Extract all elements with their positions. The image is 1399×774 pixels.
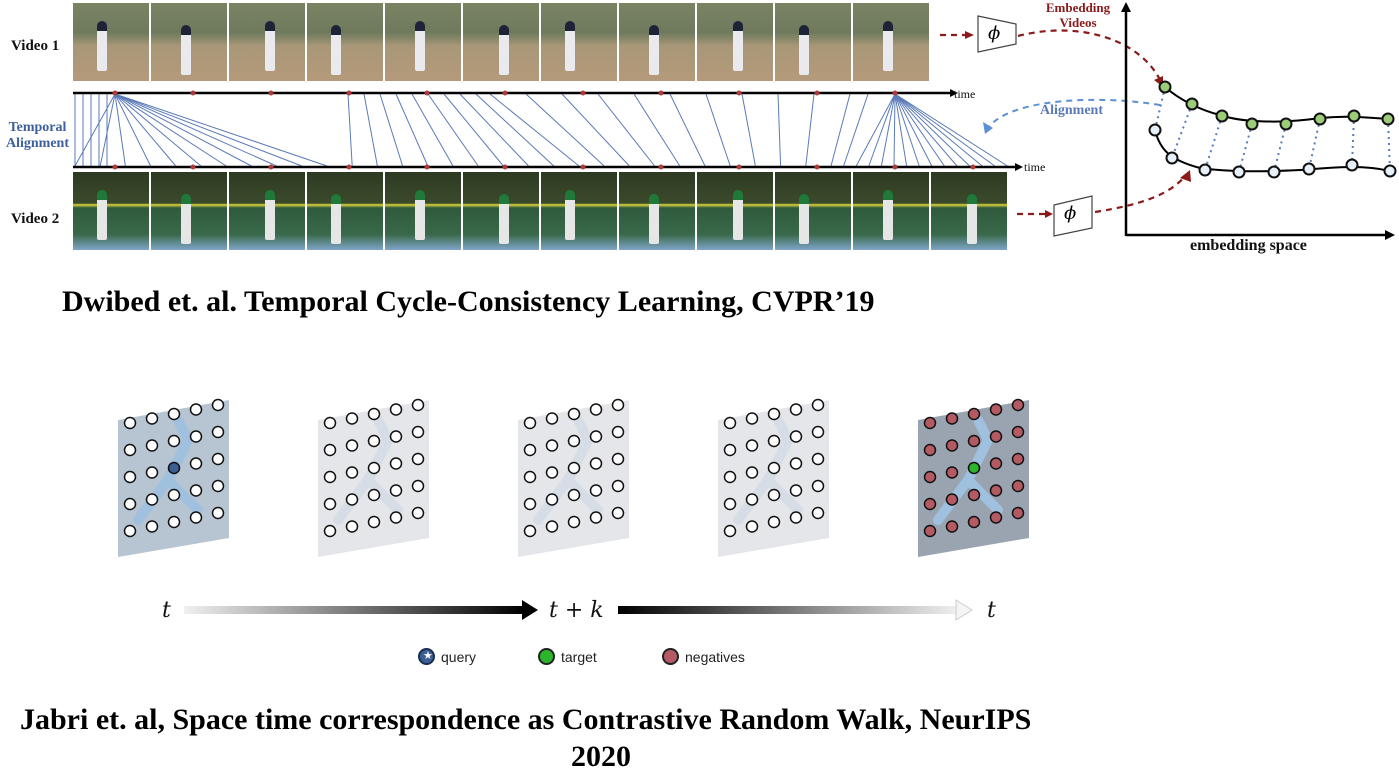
t-right-label: t bbox=[987, 598, 996, 623]
video-frame bbox=[775, 172, 851, 250]
encoder-phi-top: ϕ bbox=[988, 23, 1001, 44]
embedding-node bbox=[1313, 112, 1327, 126]
video-frame bbox=[619, 172, 695, 250]
video-frame bbox=[151, 172, 227, 250]
video-frame bbox=[775, 3, 851, 81]
time-label-top: time bbox=[954, 87, 976, 101]
video2-frames bbox=[73, 172, 1007, 250]
t-left-label: t bbox=[162, 598, 171, 623]
embedding-node bbox=[1148, 123, 1162, 137]
embedding-space-label: embedding space bbox=[1190, 237, 1307, 254]
video-frame bbox=[853, 3, 929, 81]
paper2-caption-line2: 2020 bbox=[571, 740, 631, 773]
t-middle-label: t + k bbox=[549, 598, 604, 623]
embedding-node bbox=[1347, 109, 1361, 123]
video-frame bbox=[463, 3, 539, 81]
embedding-node bbox=[1267, 165, 1281, 179]
paper2-caption-line1: Jabri et. al, Space time correspondence … bbox=[20, 703, 1032, 736]
paper1-caption: Dwibed et. al. Temporal Cycle-Consistenc… bbox=[62, 285, 875, 318]
video2-label: Video 2 bbox=[11, 211, 60, 227]
video-frame bbox=[697, 172, 773, 250]
legend-query: ★ query bbox=[418, 648, 476, 665]
video-frame bbox=[619, 3, 695, 81]
video-frame bbox=[853, 172, 929, 250]
embedding-node bbox=[1302, 162, 1316, 176]
crw-frame-panel bbox=[318, 398, 429, 557]
video-frame bbox=[229, 3, 305, 81]
encoder-phi-bottom: ϕ bbox=[1064, 203, 1077, 224]
video-frame bbox=[307, 3, 383, 81]
crw-frames bbox=[118, 398, 1029, 621]
video-frame bbox=[541, 3, 617, 81]
target-icon bbox=[538, 648, 555, 665]
video-frame bbox=[307, 172, 383, 250]
crw-frame-panel bbox=[518, 398, 629, 557]
embedding-node bbox=[1383, 164, 1397, 178]
temporal-alignment-label: Temporal Alignment bbox=[6, 120, 69, 151]
embedding-node bbox=[1165, 151, 1179, 165]
embedding-node bbox=[1198, 163, 1212, 177]
embedding-node bbox=[1215, 109, 1229, 123]
time-label-bottom: time bbox=[1024, 160, 1046, 174]
embedding-node bbox=[1245, 117, 1259, 131]
legend-negatives: negatives bbox=[662, 648, 745, 665]
video-frame bbox=[541, 172, 617, 250]
video-frame bbox=[229, 172, 305, 250]
embedding-node bbox=[1232, 165, 1246, 179]
alignment-label: Alignment bbox=[1040, 103, 1103, 118]
video-frame bbox=[463, 172, 539, 250]
legend-target: target bbox=[538, 648, 597, 665]
temporal-alignment-lines bbox=[73, 2, 1397, 240]
embedding-node bbox=[1381, 112, 1395, 126]
crw-frame-panel bbox=[118, 398, 229, 557]
embedding-node bbox=[1185, 97, 1199, 111]
video-frame bbox=[385, 3, 461, 81]
video1-frames bbox=[73, 3, 929, 81]
video-frame bbox=[73, 172, 149, 250]
video-frame bbox=[931, 172, 1007, 250]
video1-label: Video 1 bbox=[11, 38, 60, 54]
embedding-node bbox=[1345, 158, 1359, 172]
negatives-icon bbox=[662, 648, 679, 665]
video-frame bbox=[73, 3, 149, 81]
crw-frame-panel bbox=[718, 398, 829, 557]
embedding-videos-label: Embedding Videos bbox=[1045, 0, 1111, 30]
embedding-node bbox=[1279, 117, 1293, 131]
video-frame bbox=[385, 172, 461, 250]
embedding-node bbox=[1158, 80, 1172, 94]
video-frame bbox=[697, 3, 773, 81]
video-frame bbox=[151, 3, 227, 81]
crw-frame-panel bbox=[918, 398, 1029, 557]
query-icon: ★ bbox=[418, 648, 435, 665]
